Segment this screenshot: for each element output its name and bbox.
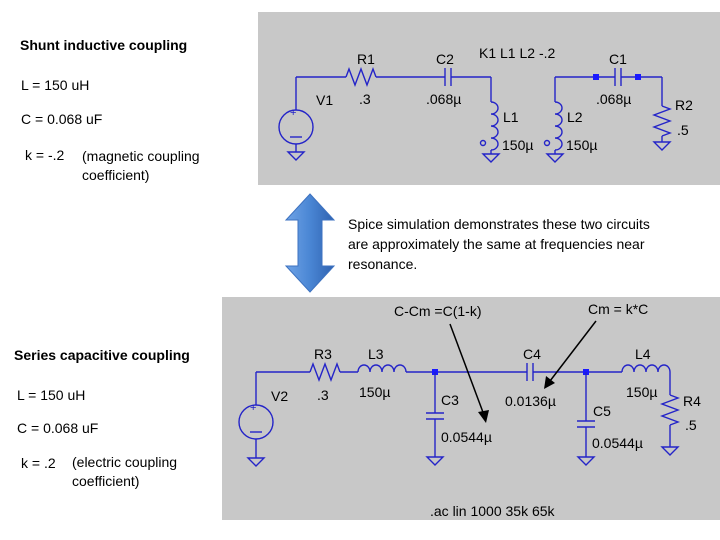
r1-value: .3 [359, 91, 371, 107]
svg-text:+: + [290, 107, 296, 119]
l4-value: 150µ [626, 384, 657, 400]
l3-value: 150µ [359, 384, 390, 400]
inductor-l1 [490, 101, 499, 151]
l3-label: L3 [368, 346, 384, 362]
c4-label: C4 [523, 346, 541, 362]
l2-value: 150µ [566, 137, 597, 153]
l1-value: 150µ [502, 137, 533, 153]
inductor-l2 [554, 101, 563, 151]
l2-label: L2 [567, 109, 583, 125]
resistor-r3 [309, 362, 341, 382]
c2-value: .068µ [426, 91, 461, 107]
top-schematic: + V1 R1 .3 C2 .068µ L1 150µ K1 L1 L2 -.2… [278, 45, 693, 163]
ground-icon [246, 457, 266, 467]
series-k: k = .2 [21, 455, 56, 471]
inductor-l3 [357, 364, 407, 373]
shunt-inductance: L = 150 uH [21, 77, 90, 93]
r1-label: R1 [357, 51, 375, 67]
svg-text:+: + [250, 402, 256, 414]
inductor-l4 [621, 364, 671, 373]
shunt-title: Shunt inductive coupling [20, 37, 188, 53]
bottom-schematic-panel: + V2 R3 .3 L3 150µ C3 0.0544µ C4 0.0136µ… [222, 297, 720, 520]
v1-label: V1 [316, 92, 333, 108]
ac-directive: .ac lin 1000 35k 65k [430, 503, 556, 519]
shunt-capacitance: C = 0.068 uF [21, 111, 103, 127]
c2-label: C2 [436, 51, 454, 67]
top-schematic-panel: + V1 R1 .3 C2 .068µ L1 150µ K1 L1 L2 -.2… [258, 12, 720, 185]
shunt-k-note: (magnetic coupling coefficient) [82, 148, 200, 183]
l1-label: L1 [503, 109, 519, 125]
series-capacitance: C = 0.068 uF [17, 420, 99, 436]
double-arrow-icon [284, 193, 336, 293]
resistor-r4 [660, 394, 680, 426]
k-directive: K1 L1 L2 -.2 [479, 45, 555, 61]
r2-value: .5 [677, 122, 689, 138]
l4-label: L4 [635, 346, 651, 362]
v2-label: V2 [271, 388, 288, 404]
bottom-schematic: + V2 R3 .3 L3 150µ C3 0.0544µ C4 0.0136µ… [238, 301, 701, 519]
c3-value: 0.0544µ [441, 429, 492, 445]
c5-value: 0.0544µ [592, 435, 643, 451]
series-title: Series capacitive coupling [14, 347, 190, 363]
annotation-arrow-left [449, 323, 485, 416]
resistor-r1 [345, 67, 377, 87]
annotation-cm: Cm = k*C [588, 301, 648, 317]
ground-icon [286, 151, 306, 161]
dot-l2 [543, 139, 551, 147]
annotation-arrow-right [549, 320, 597, 382]
r3-label: R3 [314, 346, 332, 362]
c1-label: C1 [609, 51, 627, 67]
series-inductance: L = 150 uH [17, 387, 86, 403]
c1-value: .068µ [596, 91, 631, 107]
r3-value: .3 [317, 387, 329, 403]
resistor-r2 [652, 105, 672, 137]
r4-label: R4 [683, 393, 701, 409]
c3-label: C3 [441, 392, 459, 408]
simulation-note: Spice simulation demonstrates these two … [348, 216, 650, 272]
series-k-note: (electric coupling coefficient) [72, 454, 178, 489]
shunt-k: k = -.2 [25, 147, 65, 163]
dot-l1 [479, 139, 487, 147]
c5-label: C5 [593, 403, 611, 419]
r4-value: .5 [685, 417, 697, 433]
annotation-c-minus-cm: C-Cm =C(1-k) [394, 303, 482, 319]
r2-label: R2 [675, 97, 693, 113]
c4-value: 0.0136µ [505, 393, 556, 409]
